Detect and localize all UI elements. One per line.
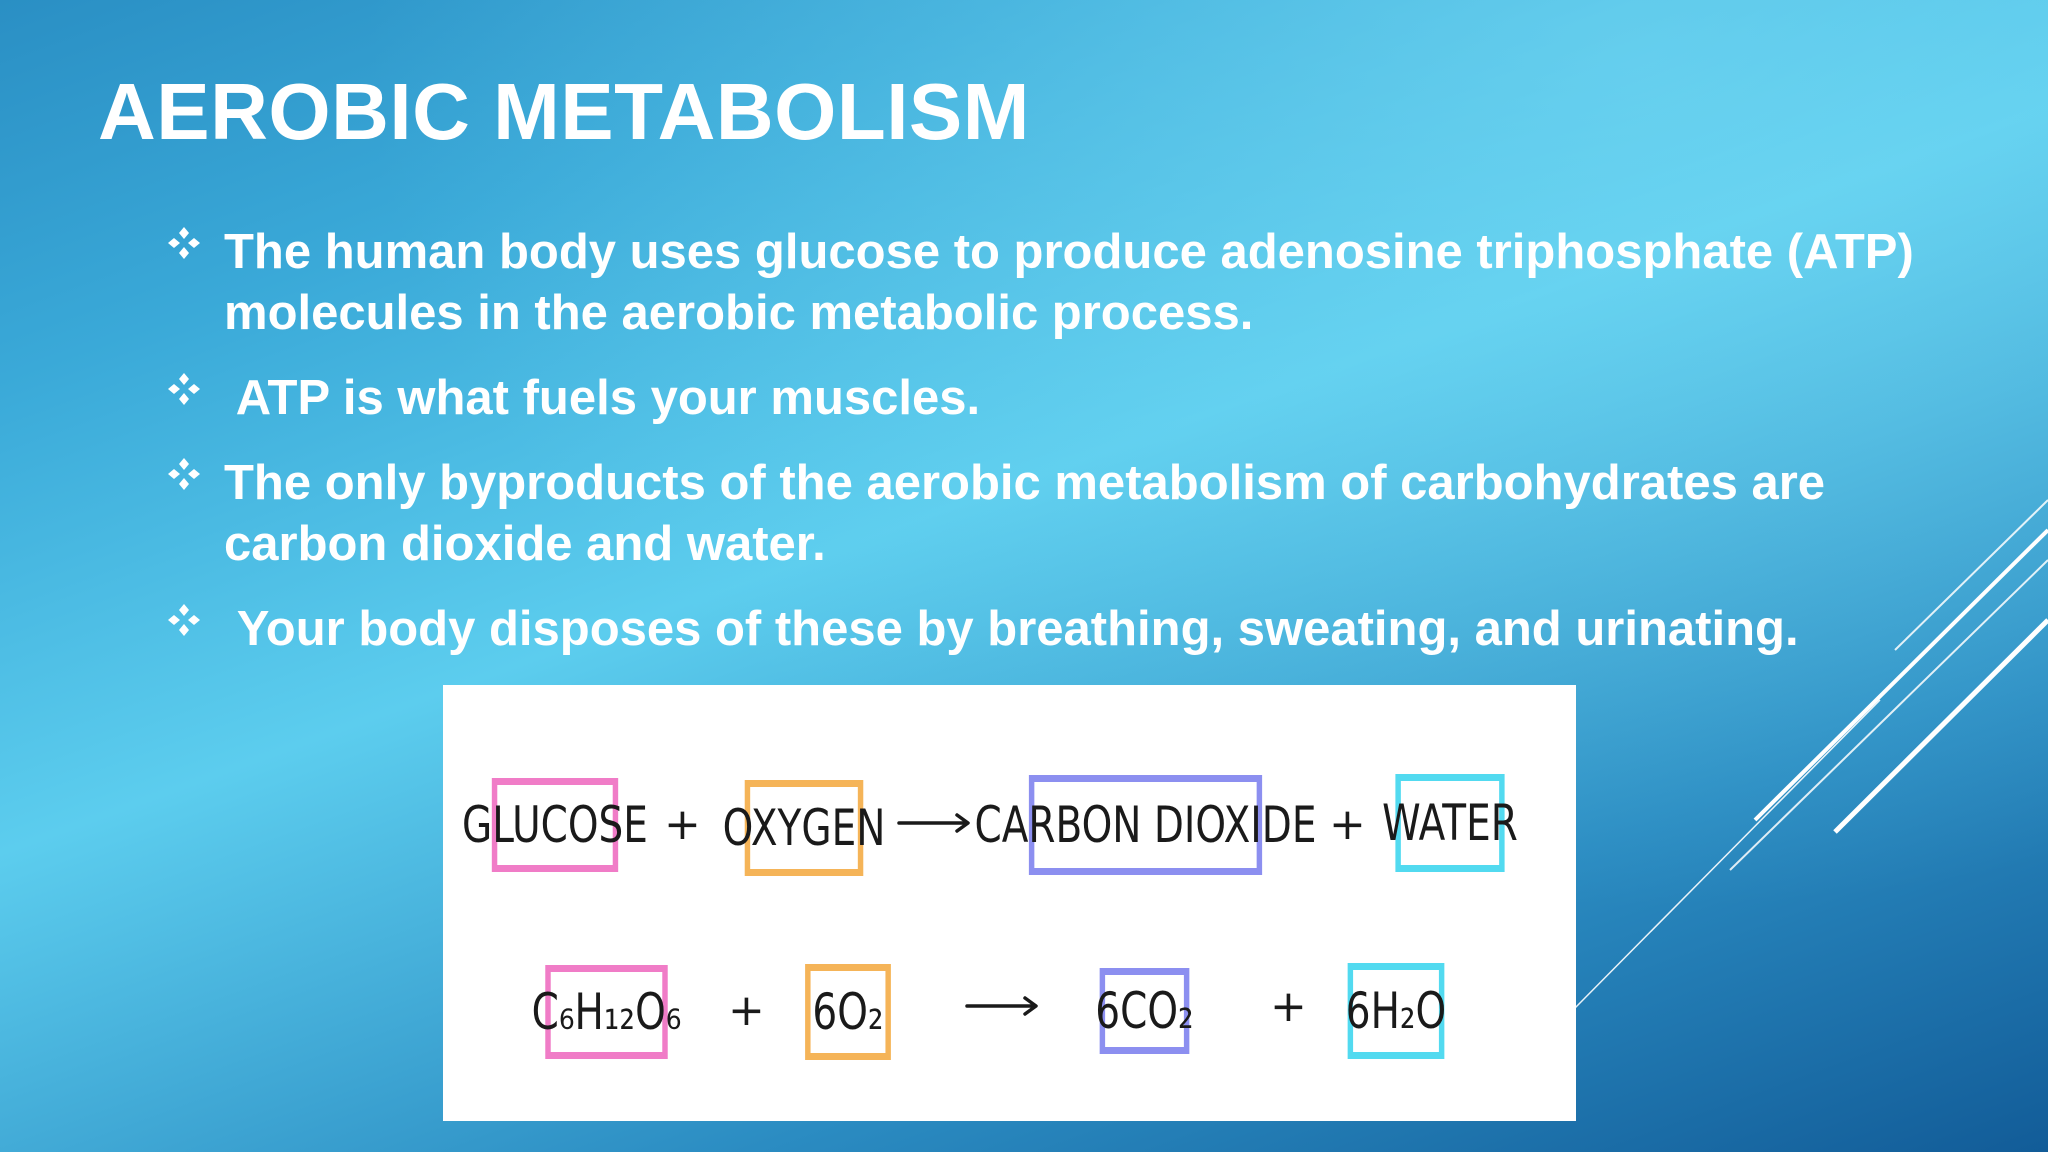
plus-sign: +: [1329, 799, 1366, 850]
oxygen-word: OXYGEN: [722, 799, 886, 857]
glucose-formula-box: C₆H₁₂O₆: [532, 965, 681, 1059]
bullet-text: ATP is what fuels your muscles.: [224, 371, 981, 425]
plus-sign: +: [664, 799, 701, 850]
bullet-text: The human body uses glucose to produce a…: [224, 225, 1914, 340]
carbon-dioxide-formula-box: 6CO₂: [1095, 968, 1194, 1054]
plus-sign: +: [728, 985, 765, 1036]
water-word: WATER: [1382, 794, 1518, 852]
glucose-word: GLUCOSE: [462, 796, 648, 854]
oxygen-word-box: OXYGEN: [723, 780, 885, 876]
water-formula: 6H₂O: [1345, 982, 1447, 1040]
four-diamond-bullet-icon: [168, 227, 200, 259]
bullet-item: ATP is what fuels your muscles.: [166, 368, 1966, 429]
carbon-dioxide-word-box: CARBON DIOXIDE: [975, 775, 1316, 875]
water-word-box: WATER: [1382, 774, 1518, 872]
slide-title: AEROBIC METABOLISM: [98, 67, 1030, 156]
bullet-text: The only byproducts of the aerobic metab…: [224, 456, 1826, 571]
four-diamond-bullet-icon: [168, 458, 200, 490]
bullet-item: The only byproducts of the aerobic metab…: [166, 453, 1966, 575]
carbon-dioxide-word: CARBON DIOXIDE: [974, 796, 1317, 854]
water-formula-box: 6H₂O: [1345, 963, 1447, 1059]
carbon-dioxide-formula: 6CO₂: [1095, 982, 1194, 1040]
glucose-formula: C₆H₁₂O₆: [531, 983, 682, 1041]
bullet-text: Your body disposes of these by breathing…: [224, 602, 1799, 656]
bullet-list: The human body uses glucose to produce a…: [166, 222, 1966, 660]
plus-sign: +: [1270, 981, 1307, 1032]
bullet-item: Your body disposes of these by breathing…: [166, 599, 1966, 660]
equation-diagram: GLUCOSE + OXYGEN CARBON DIOXIDE + WATER …: [443, 685, 1576, 1121]
four-diamond-bullet-icon: [168, 373, 200, 405]
reaction-arrow-icon: [965, 996, 1038, 1016]
reaction-arrow-icon: [897, 813, 970, 833]
glucose-word-box: GLUCOSE: [462, 778, 648, 872]
oxygen-formula: 6O₂: [812, 983, 884, 1041]
four-diamond-bullet-icon: [168, 604, 200, 636]
oxygen-formula-box: 6O₂: [805, 964, 891, 1060]
bullet-item: The human body uses glucose to produce a…: [166, 222, 1966, 344]
